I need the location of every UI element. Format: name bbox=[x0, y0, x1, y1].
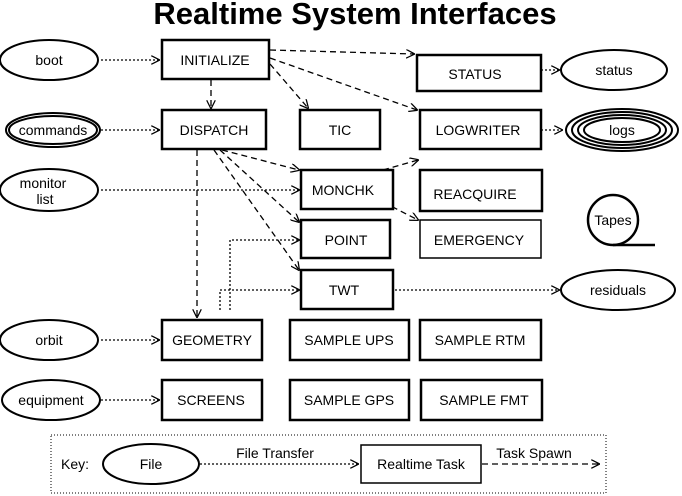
task-sample-rtm: SAMPLE RTM bbox=[418, 318, 543, 362]
file-equipment-label: equipment bbox=[18, 392, 83, 408]
file-residuals-shape bbox=[560, 269, 676, 311]
geometry-to-point-connector bbox=[229, 240, 299, 310]
task-point: POINT bbox=[299, 218, 392, 260]
task-dispatch: DISPATCH bbox=[160, 108, 268, 151]
legend-border bbox=[50, 434, 607, 494]
task-tic-box bbox=[298, 108, 382, 151]
dispatch-to-twt-connector bbox=[213, 149, 299, 270]
task-logwriter-box bbox=[418, 108, 543, 151]
file-commands-label: commands bbox=[19, 122, 87, 138]
task-emergency-box bbox=[419, 219, 542, 259]
task-geometry-box bbox=[160, 318, 264, 362]
task-reacquire: REACQUIRE bbox=[418, 168, 544, 213]
task-point-label: POINT bbox=[325, 232, 368, 248]
monchk-to-reacquire-connector bbox=[382, 160, 418, 171]
file-boot-label: boot bbox=[35, 52, 62, 68]
task-sample-gps-label: SAMPLE GPS bbox=[304, 392, 394, 408]
legend-realtime-task-box bbox=[360, 444, 482, 484]
task-sample-rtm-box bbox=[418, 318, 543, 362]
task-screens-box bbox=[160, 378, 264, 422]
file-orbit-shape bbox=[0, 319, 99, 361]
file-residuals-label: residuals bbox=[590, 282, 646, 298]
task-dispatch-box bbox=[160, 108, 268, 151]
task-emergency-label: EMERGENCY bbox=[434, 232, 525, 248]
task-sample-fmt-label: SAMPLE FMT bbox=[439, 392, 529, 408]
task-initialize-box bbox=[160, 38, 271, 81]
legend-key-label: Key: bbox=[61, 456, 89, 472]
file-residuals: residuals bbox=[560, 269, 676, 311]
file-boot-shape bbox=[0, 39, 99, 81]
task-sample-fmt-box bbox=[419, 378, 544, 422]
file-tapes: Tapes bbox=[586, 193, 655, 247]
initialize-to-status-connector bbox=[269, 50, 414, 54]
task-screens-label: SCREENS bbox=[177, 392, 245, 408]
task-twt: TWT bbox=[299, 268, 395, 311]
task-emergency: EMERGENCY bbox=[419, 219, 542, 259]
file-logs-label: logs bbox=[609, 122, 635, 138]
task-monchk-label: MONCHK bbox=[312, 182, 375, 198]
task-geometry: GEOMETRY bbox=[160, 318, 264, 362]
geometry-to-twt-connector bbox=[219, 290, 299, 310]
task-tic: TIC bbox=[298, 108, 382, 151]
file-equipment: equipment bbox=[1, 379, 101, 421]
file-orbit: orbit bbox=[0, 319, 99, 361]
monchk-to-emergency-connector bbox=[382, 201, 418, 220]
file-monitor-list-label-line1: monitor bbox=[20, 175, 67, 191]
file-status-label: status bbox=[595, 62, 632, 78]
task-spawn-connectors bbox=[197, 50, 418, 317]
task-logwriter-label: LOGWRITER bbox=[436, 122, 521, 138]
initialize-to-tic-connector bbox=[269, 63, 308, 108]
task-tic-label: TIC bbox=[329, 122, 352, 138]
task-twt-label: TWT bbox=[329, 282, 360, 298]
file-monitor-list-label-line2: list bbox=[36, 191, 53, 207]
file-commands: commands bbox=[5, 112, 101, 148]
task-monchk-box bbox=[299, 168, 395, 211]
task-status: STATUS bbox=[415, 53, 543, 93]
initialize-to-logwriter-connector bbox=[269, 57, 417, 110]
file-monitor-list-shape bbox=[0, 168, 99, 212]
legend-realtime-task-label: Realtime Task bbox=[377, 456, 466, 472]
file-status-shape bbox=[560, 49, 668, 91]
task-sample-ups: SAMPLE UPS bbox=[288, 318, 411, 362]
file-equipment-shape bbox=[1, 379, 101, 421]
file-logs-ring-4 bbox=[583, 117, 661, 143]
dispatch-to-monchk-connector bbox=[221, 149, 299, 170]
legend-task-spawn-label: Task Spawn bbox=[496, 445, 571, 461]
file-monitor-list: monitor list bbox=[0, 168, 99, 212]
file-transfer-connectors bbox=[101, 60, 562, 400]
file-logs: logs bbox=[565, 108, 679, 152]
task-sample-fmt: SAMPLE FMT bbox=[419, 378, 544, 422]
task-initialize-label: INITIALIZE bbox=[180, 52, 249, 68]
legend-file-transfer-label: File Transfer bbox=[236, 445, 314, 461]
task-sample-ups-label: SAMPLE UPS bbox=[304, 332, 393, 348]
task-dispatch-label: DISPATCH bbox=[180, 122, 249, 138]
task-reacquire-label: REACQUIRE bbox=[433, 186, 516, 202]
task-status-box bbox=[415, 53, 543, 93]
dispatch-to-point-connector bbox=[219, 149, 299, 222]
file-status: status bbox=[560, 49, 668, 91]
file-orbit-label: orbit bbox=[35, 332, 62, 348]
task-point-box bbox=[299, 218, 392, 260]
file-tapes-label: Tapes bbox=[594, 212, 631, 228]
file-boot: boot bbox=[0, 39, 99, 81]
task-twt-box bbox=[299, 268, 395, 311]
task-sample-gps: SAMPLE GPS bbox=[288, 378, 411, 422]
file-commands-ring-inner bbox=[8, 115, 98, 145]
task-geometry-label: GEOMETRY bbox=[172, 332, 253, 348]
task-screens: SCREENS bbox=[160, 378, 264, 422]
legend-file-label: File bbox=[140, 456, 163, 472]
legend-file-shape bbox=[102, 443, 200, 485]
task-sample-ups-box bbox=[288, 318, 411, 362]
legend: Key: File File Transfer Realtime Task Ta… bbox=[50, 434, 607, 494]
task-sample-rtm-label: SAMPLE RTM bbox=[435, 332, 526, 348]
task-initialize: INITIALIZE bbox=[160, 38, 271, 81]
task-monchk: MONCHK bbox=[299, 168, 395, 211]
task-sample-gps-box bbox=[288, 378, 411, 422]
diagram-title: Realtime System Interfaces bbox=[153, 0, 556, 31]
task-logwriter: LOGWRITER bbox=[418, 108, 543, 151]
task-status-label: STATUS bbox=[448, 66, 501, 82]
task-reacquire-box bbox=[418, 168, 544, 213]
